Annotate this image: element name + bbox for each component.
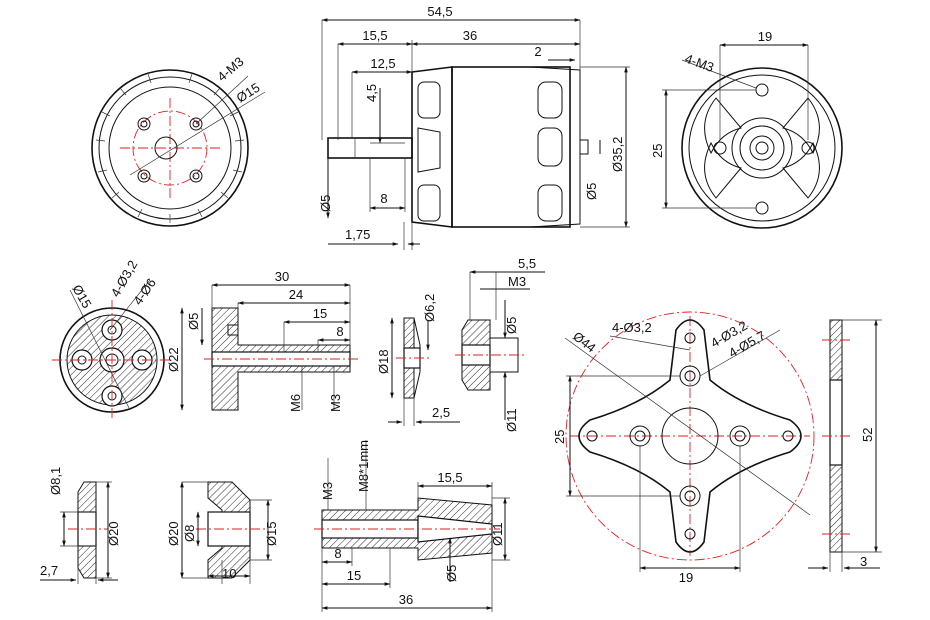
motor-back-holes-label: 4-M3 bbox=[683, 51, 716, 75]
prop-bore-dia: Ø5 bbox=[444, 565, 459, 582]
motor-back-view: 19 25 4-M3 bbox=[650, 29, 843, 229]
xmount-circle: Ø44 bbox=[570, 329, 599, 356]
prop-front-length: 15,5 bbox=[437, 470, 462, 485]
motor-front-view: 4-M3 Ø15 bbox=[91, 54, 266, 227]
adapter-side-view: 30 24 15 8 Ø5 Ø22 M6 M3 bbox=[166, 269, 358, 412]
adapter-thread-length: 24 bbox=[289, 287, 303, 302]
collar-outer-dia: Ø20 bbox=[106, 521, 121, 546]
motor-flat-length: 8 bbox=[380, 191, 387, 206]
nut-length: 5,5 bbox=[518, 256, 536, 271]
nut-side-view: 5,5 M3 Ø5 Ø11 bbox=[455, 256, 545, 432]
collar-thickness: 2,7 bbox=[40, 563, 58, 578]
nut-outer-dia: Ø11 bbox=[504, 408, 519, 432]
washer-thickness: 2,5 bbox=[432, 405, 450, 420]
cone-bore-dia: Ø15 bbox=[264, 521, 279, 546]
adapter-tip-length: 8 bbox=[336, 324, 343, 339]
cone-view: Ø20 Ø8 Ø15 10 bbox=[166, 481, 279, 584]
washer-inner-dia: Ø6,2 bbox=[422, 294, 437, 322]
prop-thread-m8: M8*1mm bbox=[356, 440, 371, 492]
nut-thread: M3 bbox=[508, 274, 526, 289]
collar-view: Ø8,1 Ø20 2,7 bbox=[40, 467, 121, 584]
prop-overall-length: 36 bbox=[399, 592, 413, 607]
motor-front-offset: 1,75 bbox=[345, 227, 370, 242]
motor-front-holes-label: 4-M3 bbox=[214, 54, 246, 85]
washer-outer-dia: Ø18 bbox=[376, 349, 391, 374]
xmount-spacing-h: 19 bbox=[679, 570, 693, 585]
xmount-spacing-v: 25 bbox=[552, 430, 567, 444]
adapter-front-view: Ø15 4-Ø3,2 4-Ø6 bbox=[52, 258, 172, 420]
nut-bore-dia: Ø5 bbox=[504, 317, 519, 334]
motor-side-view: 54,5 15,5 36 12,5 2 4,5 8 Ø5 1,75 Ø5 Ø35… bbox=[318, 4, 630, 250]
motor-flat-depth: 4,5 bbox=[364, 84, 379, 102]
prop-inner-length: 8 bbox=[334, 546, 341, 561]
collar-inner-dia: Ø8,1 bbox=[48, 467, 63, 495]
motor-back-spacing-v: 25 bbox=[650, 144, 665, 158]
adapter-thread-m6: M6 bbox=[288, 394, 303, 412]
motor-rear-gap: 2 bbox=[534, 44, 541, 59]
washer-side-view: Ø6,2 Ø18 2,5 bbox=[376, 294, 460, 426]
motor-shaft-dia: Ø5 bbox=[318, 195, 333, 212]
adapter-flange-dia: Ø22 bbox=[166, 347, 181, 372]
adapter-overall-length: 30 bbox=[275, 269, 289, 284]
motor-shaft-length: 12,5 bbox=[370, 56, 395, 71]
motor-front-length: 15,5 bbox=[362, 28, 387, 43]
motor-body-dia: Ø35,2 bbox=[610, 137, 625, 172]
motor-front-circle-label: Ø15 bbox=[234, 80, 263, 106]
cone-outer-dia: Ø20 bbox=[166, 521, 181, 546]
prop-thread-m3: M3 bbox=[320, 482, 335, 500]
cone-inner-dia: Ø8 bbox=[182, 525, 197, 542]
prop-adapter-view: M3 M8*1mm 15,5 Ø11 Ø5 8 15 36 bbox=[314, 440, 510, 612]
xmount-side-view: 52 3 bbox=[808, 319, 882, 572]
prop-outer-dia: Ø11 bbox=[490, 522, 505, 546]
adapter-bore-dia: Ø5 bbox=[186, 313, 201, 330]
motor-body-length: 36 bbox=[463, 28, 477, 43]
motor-rear-shaft-dia: Ø5 bbox=[584, 183, 599, 200]
adapter-front-holes-large: 4-Ø6 bbox=[130, 275, 159, 307]
xmount-side-thickness: 3 bbox=[860, 554, 867, 569]
adapter-thread-m3: M3 bbox=[328, 394, 343, 412]
motor-overall-length: 54,5 bbox=[427, 4, 452, 19]
xmount-holes-inner: 4-Ø3,2 bbox=[612, 320, 652, 335]
motor-back-spacing-h: 19 bbox=[758, 29, 772, 44]
prop-mid-length: 15 bbox=[347, 568, 361, 583]
cone-length: 10 bbox=[222, 566, 236, 581]
xmount-view: 4-Ø3,2 4-Ø3,2 4-Ø5,7 Ø44 25 19 bbox=[552, 311, 815, 585]
xmount-side-height: 52 bbox=[860, 428, 875, 442]
adapter-bore-length: 15 bbox=[313, 306, 327, 321]
